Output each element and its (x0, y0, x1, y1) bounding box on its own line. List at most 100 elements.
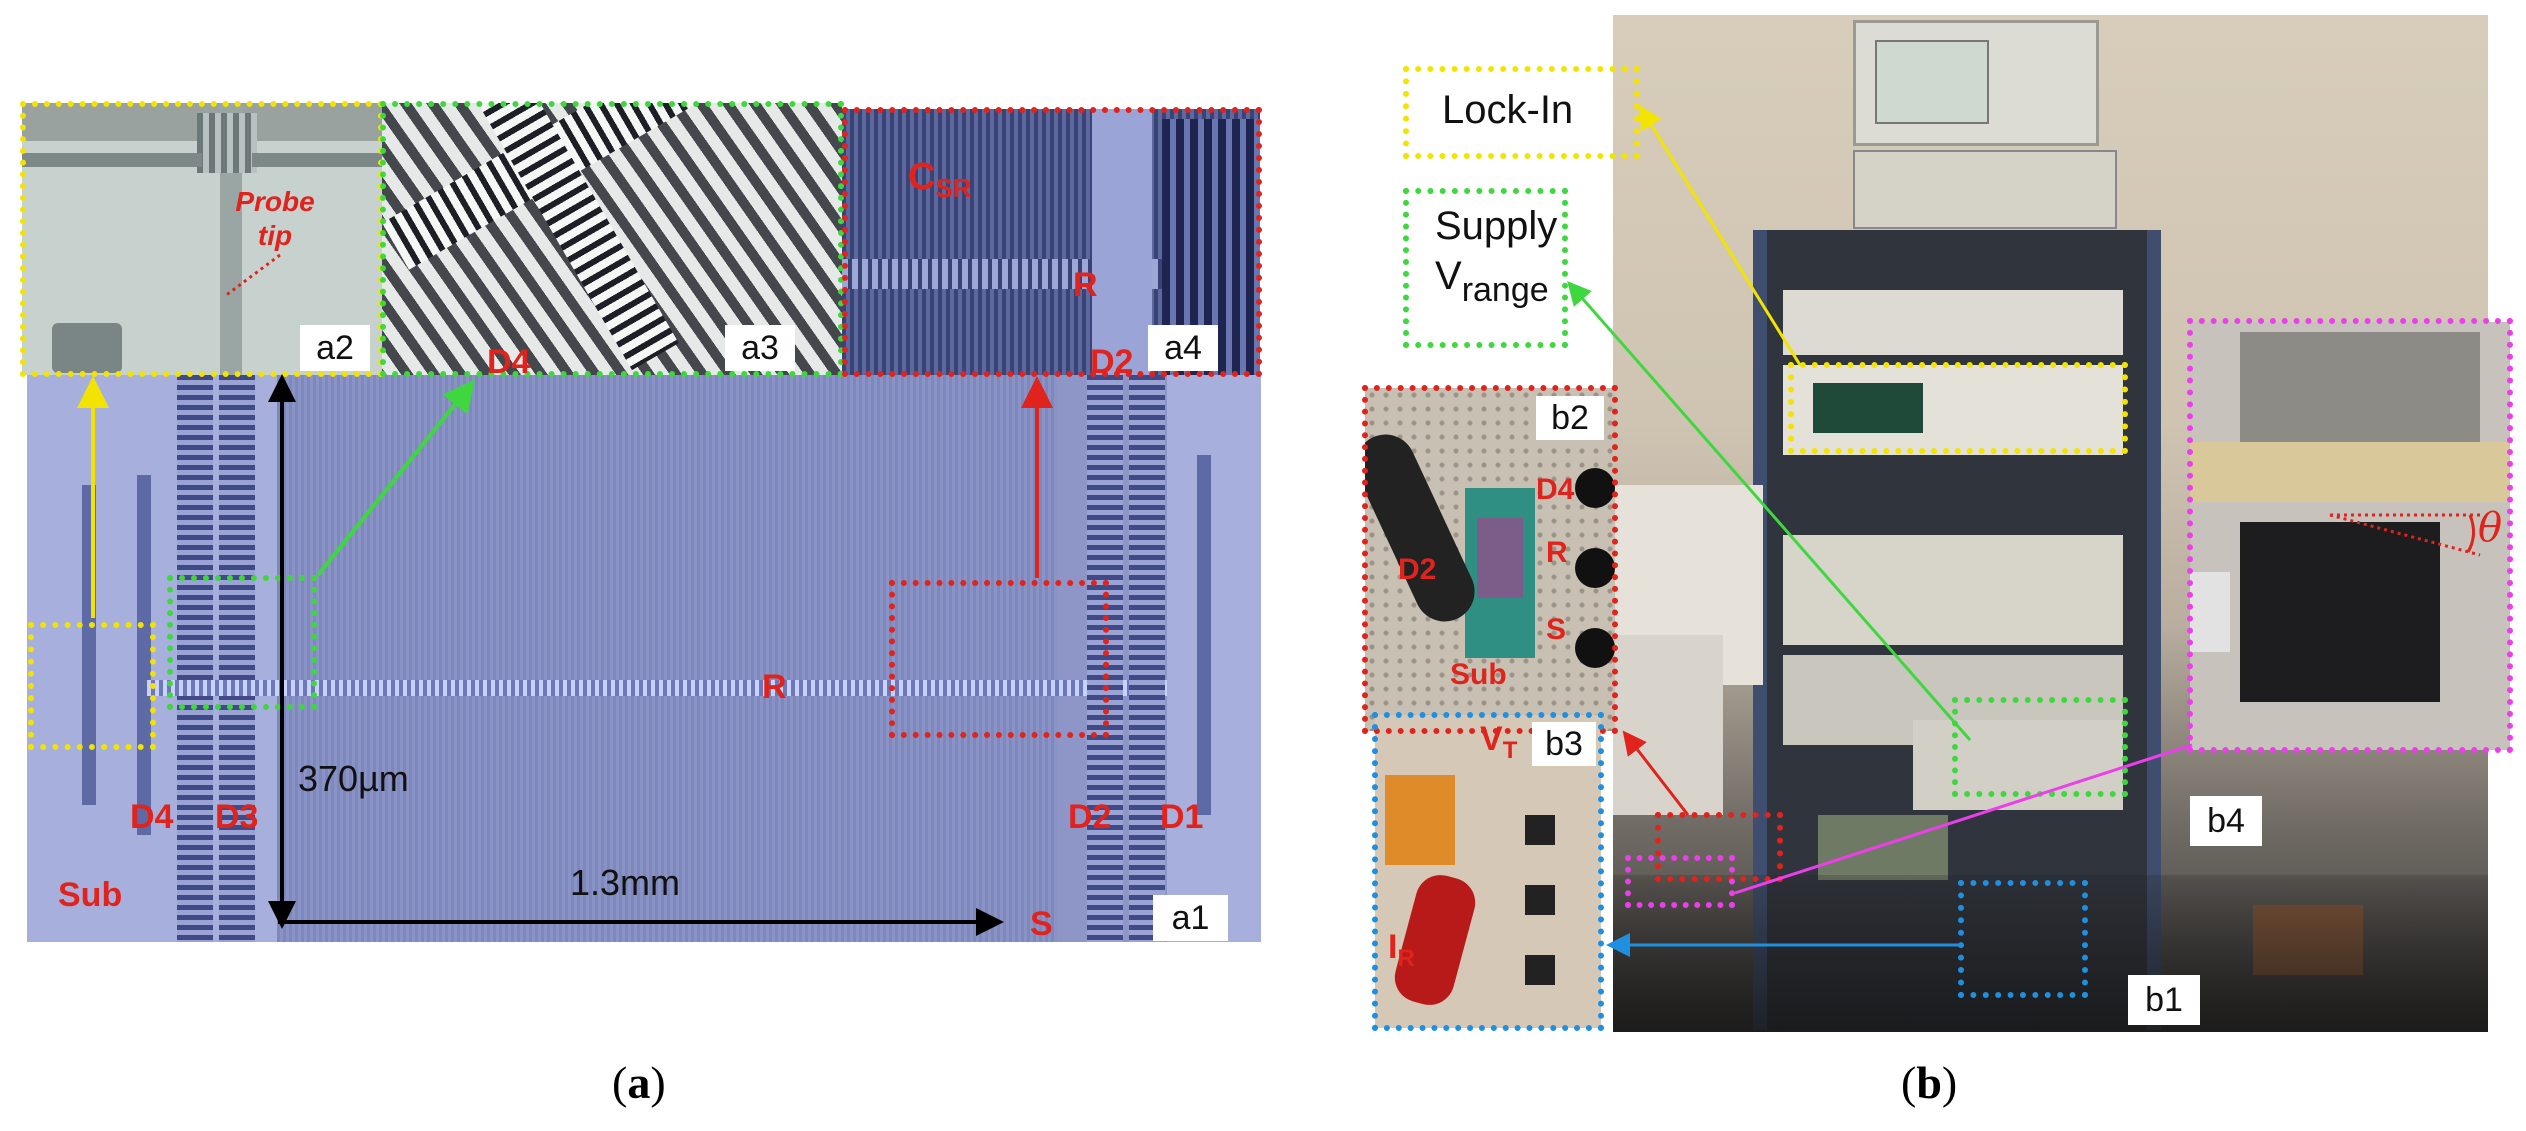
comb-column-d4 (177, 375, 213, 942)
inset-b1-tag: b1 (2128, 975, 2200, 1025)
b2-sub-label: Sub (1450, 658, 1507, 691)
csr-main: C (908, 156, 936, 198)
supply-label: Supply Vrange (1435, 204, 1557, 309)
capacitor-area (277, 375, 1057, 942)
b4-bracket (2190, 572, 2230, 652)
region-yellow-frame (28, 622, 156, 750)
inset-b3-image (1375, 715, 1601, 1028)
vrange-sub: range (1461, 271, 1549, 309)
d2-label-a4: D2 (1090, 343, 1134, 381)
inset-a3-frame (380, 101, 844, 377)
b2-d2-label: D2 (1398, 553, 1437, 586)
b3-terminal-block (1385, 775, 1455, 865)
vrange-line: Vrange (1435, 254, 1557, 309)
b2-arrow (1622, 730, 1690, 816)
caption-b-close: ) (1941, 1057, 1958, 1108)
probe-tip-line1: Probe (235, 186, 315, 217)
panel-b-arrows (1567, 104, 2481, 957)
b2-d4-label: D4 (1536, 473, 1575, 506)
electrode-bar (252, 153, 382, 167)
b2-chip (1477, 518, 1523, 598)
b3-ir-label: IR (1388, 928, 1415, 971)
theta-label: θ (2478, 505, 2503, 551)
b3-component (1525, 885, 1555, 915)
panel-a-arrows (77, 253, 1053, 936)
b1-frame (1958, 880, 2088, 998)
inset-b3-frame (1372, 712, 1604, 1031)
vrange-main: V (1435, 254, 1462, 298)
inset-a2-tag: a2 (300, 325, 370, 371)
theta-arc (2466, 514, 2475, 553)
inset-a4-tag: a4 (1148, 325, 1218, 371)
b2-connector (1575, 548, 1615, 588)
inset-a4-frame (842, 107, 1262, 377)
comb-column-d3 (219, 375, 255, 942)
power-meter (1853, 150, 2117, 229)
caption-a-open: ( (612, 1057, 628, 1108)
inset-a3-tag: a3 (725, 325, 795, 371)
d3-label-main: D3 (215, 798, 259, 836)
oscilloscope-screen (1875, 40, 1989, 124)
a4-comb (1092, 109, 1152, 375)
pad-bottom (52, 323, 122, 373)
ir-main: I (1388, 928, 1398, 966)
b2-connector (1575, 628, 1615, 668)
caption-a-close: ) (650, 1057, 666, 1108)
region-green-frame (167, 575, 317, 710)
lockin-label-frame (1403, 66, 1640, 159)
rack-unit-1 (1783, 290, 2123, 355)
b4-connectors (2240, 332, 2480, 452)
inset-b2-frame (1362, 385, 1618, 734)
test-board (1818, 815, 1948, 880)
b4-link-line (1734, 743, 2193, 895)
probe-head (197, 113, 257, 173)
sub-label-main: Sub (58, 876, 123, 914)
panel-b: Lock-In Supply Vrange b2 b3 b4 b1 D4 D2 … (1300, 0, 2526, 1131)
region-red-frame (889, 580, 1109, 738)
inset-b4-image (2190, 322, 2510, 750)
resonator-beam (147, 680, 1167, 696)
dimension-vertical-label: 370µm (298, 758, 409, 799)
floor-cables (1613, 875, 2488, 1032)
inset-b4-tag: b4 (2190, 796, 2262, 846)
b3-vt-label: VT (1480, 720, 1517, 763)
inset-b3-tag: b3 (1532, 722, 1596, 766)
dimension-horizontal-label: 1.3mm (570, 862, 681, 903)
b3-component (1525, 955, 1555, 985)
panel-a: Probe tip a2 a3 a4 a1 D4 CSR R D2 R D4 D… (20, 101, 1262, 1109)
supply-arrow (1567, 280, 1972, 741)
theta-angle-line (2329, 513, 2481, 557)
lockin-arrow (1638, 104, 1802, 366)
lockin-label: Lock-In (1442, 88, 1574, 132)
inset-a1-tag: a1 (1153, 895, 1228, 941)
b4-board (2190, 442, 2510, 502)
caption-a-letter: a (627, 1057, 651, 1108)
csr-sub: SR (935, 173, 972, 203)
d1-label-main: D1 (1160, 798, 1204, 836)
caption-b-open: ( (1901, 1057, 1917, 1108)
panel-a-caption: (a) (612, 1056, 666, 1109)
lockin-instrument-frame (1788, 362, 2128, 454)
b2-connector (1575, 468, 1615, 508)
d2-label-main: D2 (1068, 798, 1112, 836)
b2-s-label: S (1546, 613, 1567, 646)
csr-label: CSR (908, 156, 972, 201)
right-electrode-region (1167, 375, 1261, 942)
caption-b-letter: b (1916, 1057, 1942, 1108)
green-arrow (316, 379, 476, 577)
b3-component (1525, 815, 1555, 845)
vt-main: V (1480, 720, 1503, 758)
chip-micrograph (27, 375, 1261, 942)
probe-tip-label: Probe tip (230, 188, 320, 250)
d4-label-a3: D4 (487, 343, 531, 381)
vt-sub: T (1502, 737, 1518, 764)
inset-b2-tag: b2 (1536, 396, 1604, 440)
right-pad-stripe (1197, 455, 1211, 815)
b2-r-label: R (1546, 536, 1568, 569)
comb-column-d1 (1129, 375, 1165, 942)
d4-label-main: D4 (130, 798, 174, 836)
probe-tip-line2: tip (257, 220, 293, 251)
probe-tip-pointer (224, 253, 281, 298)
b4-rotation-stage (2240, 522, 2440, 702)
supply-label-frame (1403, 188, 1568, 348)
